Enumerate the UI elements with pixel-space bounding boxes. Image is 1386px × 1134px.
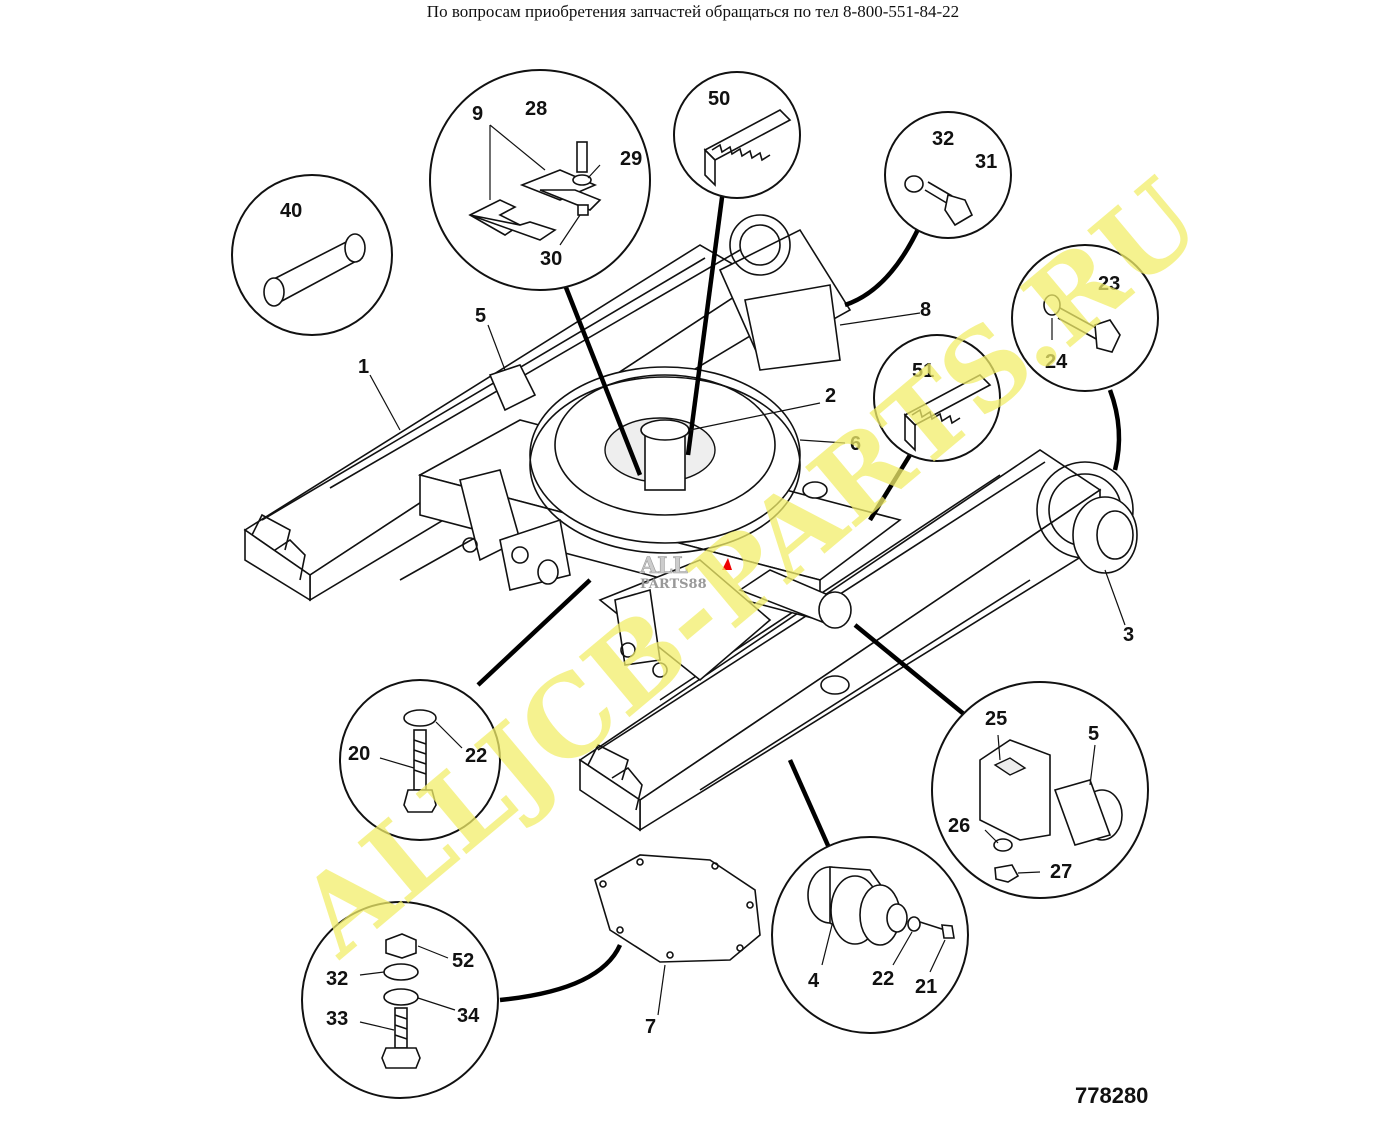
- callout-3: 3: [1123, 624, 1134, 646]
- callout-50: 50: [708, 88, 730, 110]
- callout-33: 33: [326, 1008, 348, 1030]
- travel-motor-top: [718, 214, 852, 371]
- main-callouts: 1 5 2 6 8 3 7: [358, 299, 1134, 1038]
- callout-28: 28: [525, 98, 547, 120]
- callout-27: 27: [1050, 861, 1072, 883]
- logo-line2: PARTS88: [640, 577, 707, 592]
- bubble-bolt-stack: 52 32 34 33: [301, 901, 499, 1099]
- callout-34: 34: [457, 1005, 480, 1027]
- bubble-bolt-20: 20 22: [339, 679, 501, 841]
- callout-7: 7: [645, 1016, 656, 1038]
- callout-5-right: 5: [1088, 723, 1099, 745]
- main-callout-leaders: [369, 312, 1126, 1016]
- callout-31: 31: [975, 151, 997, 173]
- callout-24: 24: [1045, 351, 1068, 373]
- bubble-bolt-23: 23 24: [1011, 244, 1159, 392]
- callout-40: 40: [280, 200, 302, 222]
- callout-20: 20: [348, 743, 370, 765]
- callout-25: 25: [985, 708, 1007, 730]
- mounting-brackets: [459, 364, 828, 678]
- callout-22-right: 22: [872, 968, 894, 990]
- callout-51: 51: [912, 360, 934, 382]
- callout-1: 1: [358, 356, 369, 378]
- callout-52: 52: [452, 950, 474, 972]
- rotary-coupling: [640, 419, 690, 491]
- callout-2: 2: [825, 385, 836, 407]
- travel-motor-right: [1036, 461, 1138, 574]
- callout-5-left: 5: [475, 305, 486, 327]
- callout-21: 21: [915, 976, 937, 998]
- bubble-guard-51: 51: [873, 334, 1001, 462]
- allparts-logo: ALL PARTS88: [639, 553, 732, 592]
- callout-26: 26: [948, 815, 970, 837]
- logo-line1: ALL: [639, 553, 688, 579]
- undercarriage-assembly: ALL PARTS88: [243, 214, 1138, 832]
- callout-8: 8: [920, 299, 931, 321]
- bubble-bolt-31: 32 31: [884, 111, 1012, 239]
- bubble-shims: 9 28 29 30: [429, 69, 651, 291]
- bubble-pin-40: 40: [231, 174, 393, 336]
- logo-flag-icon: [722, 558, 732, 570]
- callout-6: 6: [850, 433, 861, 455]
- bubble-leaders: [476, 189, 1122, 1003]
- callout-29: 29: [620, 148, 642, 170]
- callout-32-bottom: 32: [326, 968, 348, 990]
- callout-23: 23: [1098, 273, 1120, 295]
- track-tensioner: [738, 569, 852, 629]
- bubble-tensioner: 25 5 26 27: [931, 681, 1149, 899]
- bubble-guard-50: 50: [673, 71, 801, 199]
- header-phone-notice: По вопросам приобретения запчастей обращ…: [426, 2, 960, 21]
- callout-4: 4: [808, 970, 820, 992]
- bubble-roller: 4 22 21: [771, 836, 969, 1034]
- callout-22-left: 22: [465, 745, 487, 767]
- callout-9: 9: [472, 103, 483, 125]
- callout-30: 30: [540, 248, 562, 270]
- figure-number: 778280: [1075, 1083, 1148, 1108]
- cover-plate: [594, 854, 761, 963]
- callout-32-top: 32: [932, 128, 954, 150]
